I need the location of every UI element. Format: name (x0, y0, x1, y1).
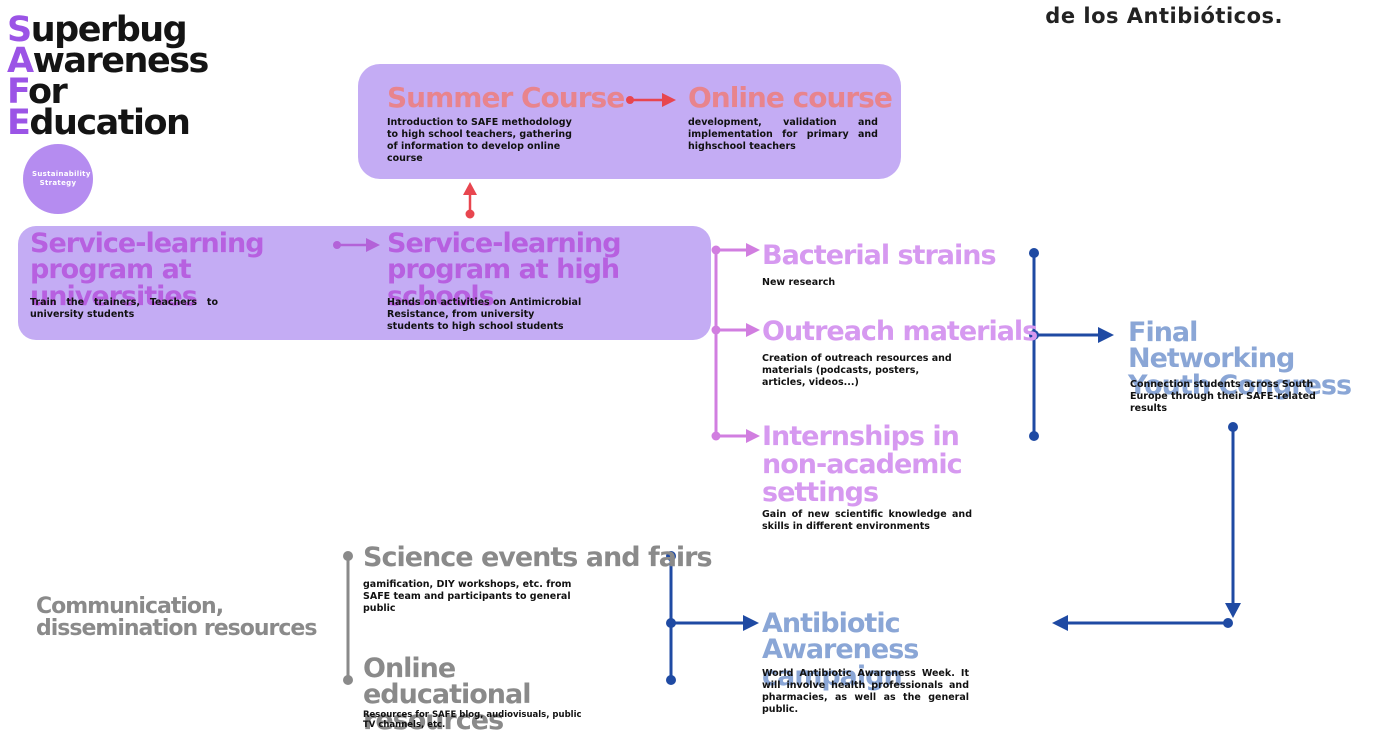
final-congress-desc: Connection students across South Europe … (1130, 379, 1316, 414)
sl-universities-desc: Train the trainers, Teachers to universi… (30, 297, 218, 320)
logo-line-4: Education (7, 106, 208, 141)
communication-title: Communication, dissemination resources (36, 594, 317, 641)
logo-word: wareness (32, 41, 210, 81)
logo-initial: F (7, 72, 30, 112)
logo-initial: A (7, 41, 34, 81)
internships-title: Internships in non-academic settings (762, 421, 963, 508)
branch-highschools-outcomes (711, 243, 760, 443)
outreach-materials-title: Outreach materials (762, 316, 1038, 347)
logo-word: uperbug (30, 10, 188, 50)
bacterial-strains-title: Bacterial strains (762, 240, 997, 271)
outreach-materials-desc: Creation of outreach resources and mater… (762, 353, 952, 388)
safe-logo: Superbug Awareness For Education (7, 13, 209, 141)
logo-line-2: Awareness (7, 44, 209, 79)
logo-initial: E (7, 103, 31, 143)
sustainability-badge: Sustainability Strategy (23, 144, 93, 214)
badge-label: Sustainability Strategy (32, 170, 91, 187)
logo-line-3: For (7, 75, 208, 110)
logo-line-1: Superbug (7, 13, 208, 48)
summer-course-title: Summer Course (387, 81, 625, 114)
bacterial-strains-desc: New research (762, 277, 836, 288)
logo-initial: S (7, 10, 32, 50)
arrow-up-to-summer (463, 182, 477, 219)
science-events-title: Science events and fairs (363, 542, 713, 573)
arrow-congress-to-campaign (1052, 422, 1241, 631)
online-course-desc: development, validation and implementati… (688, 117, 878, 152)
summer-course-desc: Introduction to SAFE methodology to high… (387, 117, 572, 164)
logo-word: or (28, 72, 68, 112)
training-panel (358, 64, 901, 179)
arrow-universities-to-highschools (333, 238, 380, 252)
online-resources-title: Online educational resources (363, 653, 532, 736)
logo-word: ducation (29, 103, 191, 143)
header-text: de los Antibióticos. (1045, 4, 1283, 28)
communication-bracket (343, 551, 353, 685)
science-events-desc: gamification, DIY workshops, etc. from S… (363, 579, 572, 614)
online-course-title: Online course (688, 81, 893, 114)
final-congress-title: Final Networking Youth Congress (1128, 317, 1352, 401)
branch-to-campaign (666, 551, 759, 685)
awareness-campaign-title: Antibiotic Awareness campaign (762, 608, 919, 692)
sl-highschools-title: Service-learning program at high schools (387, 228, 622, 312)
arrow-summer-to-online (626, 93, 676, 107)
sl-highschools-desc: Hands on activities on Antimicrobial Res… (387, 297, 582, 332)
awareness-campaign-desc: World Antibiotic Awareness Week. It will… (762, 668, 969, 715)
online-resources-desc: Resources for SAFE blog, audiovisuals, p… (363, 710, 582, 730)
internships-desc: Gain of new scientific knowledge and ski… (762, 509, 972, 532)
branch-to-congress (1029, 248, 1114, 441)
sl-universities-title: Service-learning program at universities (30, 228, 265, 312)
